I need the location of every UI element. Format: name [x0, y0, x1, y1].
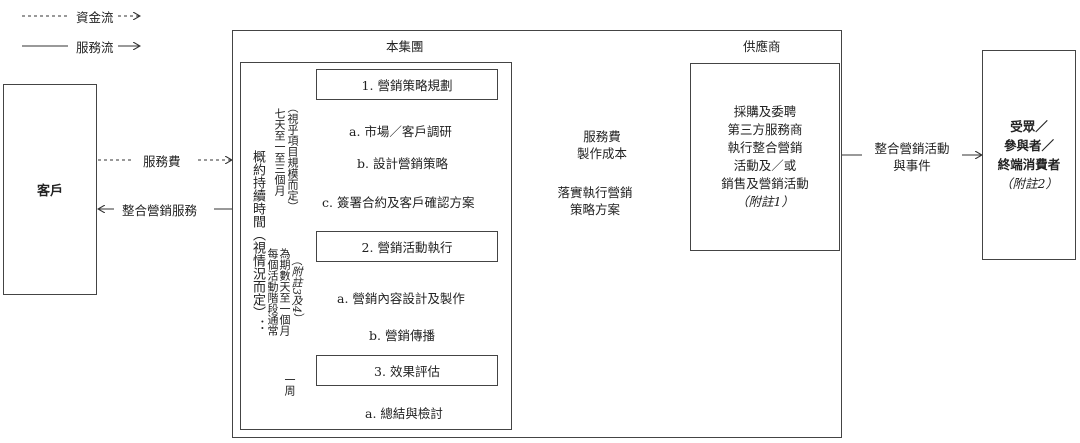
- substep-content-production: a. 營銷內容設計及製作: [337, 291, 465, 306]
- supplier-fee-label: 服務費 製作成本: [572, 128, 632, 162]
- substep-market-research: a. 市場／客戶調研: [349, 124, 452, 139]
- supplier-desc-line1: 採購及委聘: [733, 104, 797, 119]
- supplier-fee-line2: 製作成本: [576, 146, 627, 161]
- event-line2: 與事件: [893, 158, 931, 173]
- supplier-desc-line4: 活動及／或: [733, 158, 797, 173]
- event-line1: 整合營銷活動: [874, 141, 950, 156]
- customer-box: 客戶: [3, 84, 97, 295]
- audience-note: （附註2）: [1000, 176, 1058, 191]
- customer-label: 客戶: [36, 184, 63, 199]
- step-2-box: 2. 營銷活動執行: [316, 231, 498, 262]
- supplier-desc-line5: 銷售及營銷活動: [721, 176, 809, 191]
- duration-stage1-line2: （視乎項目規模而定）: [286, 102, 299, 212]
- audience-line2: 參與者／: [1003, 138, 1054, 153]
- duration-stage2-line2: 為期數天至一個月: [278, 248, 291, 336]
- duration-stage2-line1: 每個活動階段通常: [266, 248, 279, 336]
- supplier-note: （附註1）: [736, 194, 794, 209]
- step-3-label: 3. 效果評估: [374, 364, 440, 379]
- service-fee-label: 服務費: [143, 154, 181, 169]
- step-2-label: 2. 營銷活動執行: [361, 240, 453, 255]
- legend-fund-flow-label: 資金流: [76, 10, 114, 25]
- step-1-box: 1. 營銷策略規劃: [316, 69, 498, 100]
- plan-label: 落實執行營銷 策略方案: [556, 184, 634, 218]
- supplier-fee-line1: 服務費: [583, 129, 621, 144]
- audience-box: 受眾／ 參與者／ 終端消費者 （附註2）: [982, 50, 1076, 260]
- integrated-service-label: 整合營銷服務: [122, 203, 198, 218]
- step-3-box: 3. 效果評估: [316, 355, 498, 386]
- legend-service-flow-label: 服務流: [76, 40, 114, 55]
- supplier-desc-line3: 執行整合營銷: [727, 140, 803, 155]
- supplier-box: 採購及委聘 第三方服務商 執行整合營銷 活動及／或 銷售及營銷活動 （附註1）: [690, 63, 840, 251]
- substep-strategy-design: b. 設計營銷策略: [357, 156, 448, 171]
- audience-line1: 受眾／: [1010, 119, 1048, 134]
- duration-stage3-label: 一周: [283, 374, 296, 396]
- duration-stage1-line1: 七天至一至三個月: [273, 108, 286, 196]
- duration-stage2-note: （附註3及4）: [290, 255, 303, 324]
- supplier-title: 供應商: [743, 39, 781, 54]
- step-1-label: 1. 營銷策略規劃: [361, 78, 453, 93]
- substep-sign-contract: c. 簽署合約及客戶確認方案: [322, 195, 475, 210]
- event-label: 整合營銷活動 與事件: [862, 140, 962, 174]
- substep-summary-review: a. 總結與檢討: [365, 406, 443, 421]
- audience-line3: 終端消費者: [997, 157, 1061, 172]
- duration-main-label: 概約持續時間（視情況而定）：: [250, 150, 265, 332]
- plan-line2: 策略方案: [569, 202, 620, 217]
- group-title: 本集團: [386, 39, 424, 54]
- supplier-desc-line2: 第三方服務商: [727, 122, 803, 137]
- substep-marketing-spread: b. 營銷傳播: [369, 328, 435, 343]
- plan-line1: 落實執行營銷: [557, 185, 633, 200]
